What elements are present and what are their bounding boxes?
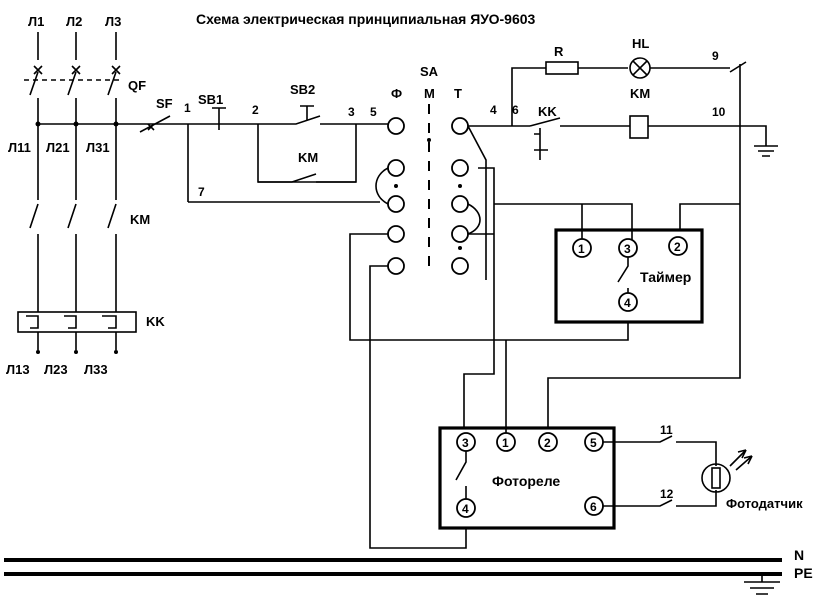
diagram-title: Схема электрическая принципиальная ЯУО-9…: [196, 11, 536, 27]
photorelay-terminal-1: 1: [502, 436, 509, 450]
photorelay-terminal-6: 6: [590, 500, 597, 514]
photorelay-terminal-4: 4: [462, 502, 469, 516]
kk-contact-label: KK: [538, 104, 557, 119]
node-3: 3: [348, 105, 355, 119]
node-7: 7: [198, 185, 205, 199]
bus-pe-label: PE: [794, 565, 813, 581]
node-12: 12: [660, 487, 674, 501]
km-contact-label: KM: [298, 150, 318, 165]
timer-terminal-2: 2: [674, 240, 681, 254]
node-2: 2: [252, 103, 259, 117]
km-coil-label: KM: [630, 86, 650, 101]
timer-block: 1 3 2 4 Таймер: [494, 203, 704, 324]
photorelay-block: 3 1 2 5 4 6 Фотореле: [438, 340, 616, 530]
phase-label-l31: Л31: [86, 140, 110, 155]
photorelay-terminal-3: 3: [462, 436, 469, 450]
phase-label-l23: Л23: [44, 362, 68, 377]
phase-label-l1: Л1: [28, 14, 44, 29]
timer-title: Таймер: [640, 269, 691, 285]
thermal-relay-kk: [17, 311, 137, 333]
sa-label: SA: [420, 64, 439, 79]
sb1-label: SB1: [198, 92, 223, 107]
sf-label: SF: [156, 96, 173, 111]
photosensor: 11 12 Фотодатчик: [603, 423, 803, 511]
resistor-r: [545, 61, 579, 75]
km-coil: [629, 115, 649, 139]
power-circuit: Л1 Л2 Л3 QF Л11 Л21 Л31 KM KK Л13 Л23 Л3…: [6, 14, 188, 377]
node-6: 6: [512, 103, 519, 117]
signal-and-coil-circuit: 4 6 R HL 9 KK KM 10: [468, 36, 778, 432]
phase-label-l13: Л13: [6, 362, 30, 377]
node-9: 9: [712, 49, 719, 63]
lamp-hl-label: HL: [632, 36, 649, 51]
photosensor-icon: [701, 463, 731, 493]
node-10: 10: [712, 105, 726, 119]
bus-n-label: N: [794, 547, 804, 563]
mode-switch-sa: SA M Ф T: [349, 64, 629, 549]
photorelay-terminal-5: 5: [590, 436, 597, 450]
phase-label-l11: Л11: [8, 140, 31, 155]
phase-label-l21: Л21: [46, 140, 70, 155]
qf-label: QF: [128, 78, 146, 93]
sa-t-label: T: [454, 86, 462, 101]
phase-label-l2: Л2: [66, 14, 82, 29]
photorelay-terminal-2: 2: [544, 436, 551, 450]
phase-label-l3: Л3: [105, 14, 121, 29]
timer-terminal-4: 4: [624, 296, 631, 310]
timer-terminal-1: 1: [578, 242, 585, 256]
kk-main-label: KK: [146, 314, 165, 329]
resistor-r-label: R: [554, 44, 564, 59]
photorelay-title: Фотореле: [492, 473, 560, 489]
photosensor-label: Фотодатчик: [726, 496, 803, 511]
phase-label-l33: Л33: [84, 362, 108, 377]
control-circuit: SF 1 7 SB1 2 SB2 KM 3 5: [139, 82, 388, 203]
sa-phi-label: Ф: [391, 86, 402, 101]
node-4: 4: [490, 103, 497, 117]
node-11: 11: [660, 423, 673, 437]
timer-terminal-3: 3: [624, 242, 631, 256]
node-1: 1: [184, 101, 191, 115]
sa-m-label: M: [424, 86, 435, 101]
node-5: 5: [370, 105, 377, 119]
km-main-label: KM: [130, 212, 150, 227]
sb2-label: SB2: [290, 82, 315, 97]
bus-lines: N PE: [4, 547, 813, 595]
